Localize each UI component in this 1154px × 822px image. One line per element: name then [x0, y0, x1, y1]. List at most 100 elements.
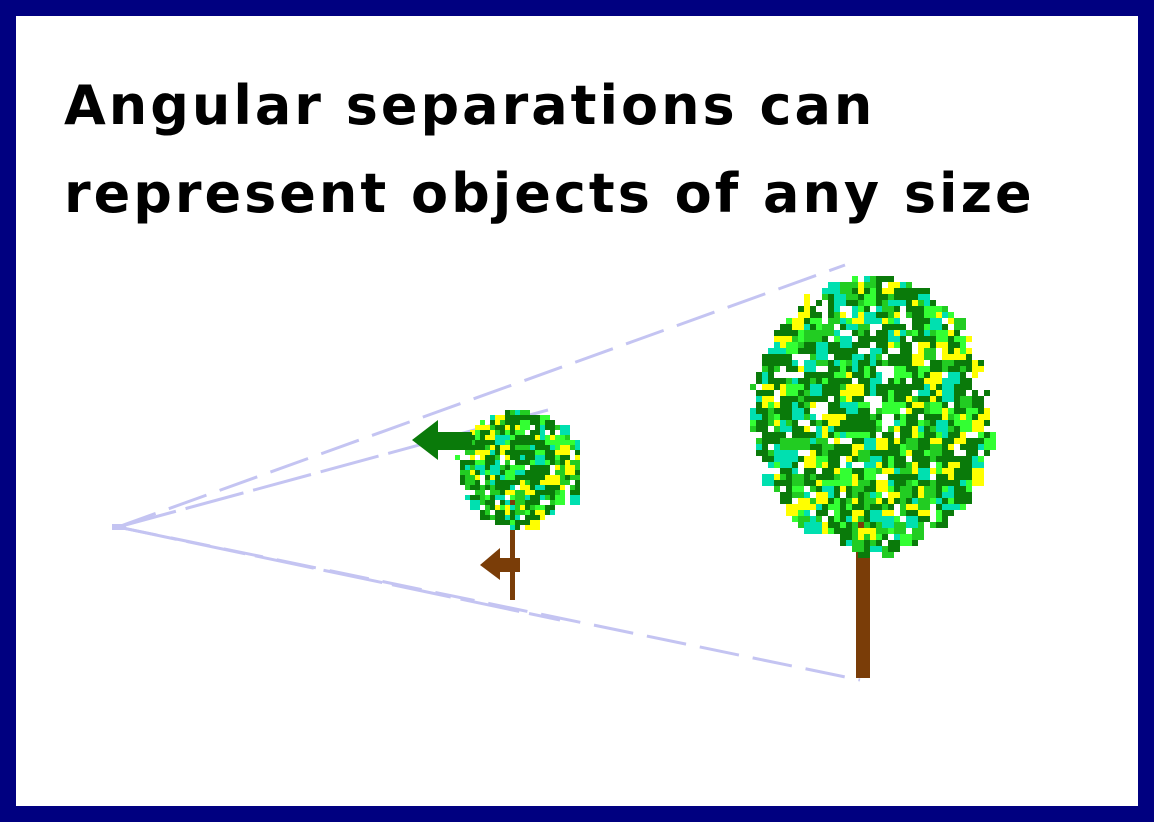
foliage-pixel: [876, 354, 882, 360]
foliage-pixel: [840, 468, 846, 474]
foliage-pixel: [936, 390, 942, 396]
foliage-pixel: [575, 480, 580, 485]
foliage-pixel: [852, 498, 858, 504]
foliage-pixel: [822, 372, 828, 378]
foliage-pixel: [858, 300, 864, 306]
foliage-pixel: [894, 396, 900, 402]
foliage-pixel: [840, 474, 852, 486]
foliage-pixel: [834, 438, 840, 444]
foliage-pixel: [792, 318, 804, 330]
foliage-pixel: [822, 420, 828, 426]
foliage-pixel: [972, 468, 978, 474]
foliage-pixel: [888, 474, 894, 480]
foliage-pixel: [876, 318, 882, 324]
foliage-pixel: [852, 540, 864, 552]
foliage-pixel: [834, 312, 840, 318]
foliage-pixel: [756, 396, 762, 402]
foliage-pixel: [882, 276, 888, 282]
foliage-pixel: [525, 510, 530, 515]
foliage-pixel: [834, 306, 840, 312]
foliage-pixel: [500, 490, 505, 495]
foliage-pixel: [936, 504, 942, 510]
foliage-pixel: [495, 510, 505, 520]
foliage-pixel: [954, 318, 966, 330]
near-tree-foliage: [455, 410, 580, 530]
foliage-pixel: [846, 540, 852, 546]
foliage-pixel: [756, 378, 762, 384]
foliage-pixel: [882, 348, 888, 354]
foliage-pixel: [490, 435, 495, 440]
foliage-pixel: [804, 492, 810, 498]
foliage-pixel: [888, 384, 894, 390]
foliage-pixel: [864, 312, 876, 324]
foliage-pixel: [485, 475, 490, 480]
foliage-pixel: [535, 440, 540, 445]
foliage-pixel: [894, 468, 900, 474]
foliage-pixel: [960, 396, 972, 408]
foliage-pixel: [520, 505, 525, 510]
foliage-pixel: [870, 522, 876, 528]
foliage-pixel: [810, 414, 816, 420]
foliage-pixel: [894, 456, 906, 468]
foliage-pixel: [834, 390, 840, 396]
foliage-pixel: [870, 510, 882, 522]
foliage-pixel: [960, 366, 966, 372]
foliage-pixel: [924, 348, 936, 360]
foliage-pixel: [930, 300, 936, 306]
foliage-pixel: [900, 534, 912, 546]
foliage-pixel: [942, 432, 948, 438]
foliage-pixel: [918, 324, 924, 330]
foliage-pixel: [960, 420, 972, 432]
foliage-pixel: [798, 456, 804, 462]
foliage-pixel: [475, 440, 485, 450]
foliage-pixel: [485, 470, 490, 475]
foliage-pixel: [828, 528, 834, 534]
foliage-pixel: [762, 438, 768, 444]
foliage-pixel: [816, 420, 822, 426]
foliage-pixel: [798, 438, 810, 450]
far-tree-foliage: [750, 276, 996, 558]
foliage-pixel: [792, 462, 798, 468]
foliage-pixel: [948, 408, 954, 414]
foliage-pixel: [816, 450, 822, 456]
foliage-pixel: [470, 495, 475, 500]
foliage-pixel: [490, 425, 495, 430]
foliage-pixel: [545, 505, 550, 510]
foliage-pixel: [515, 480, 520, 485]
foliage-pixel: [984, 408, 990, 414]
foliage-pixel: [762, 390, 768, 396]
foliage-pixel: [906, 312, 912, 318]
foliage-pixel: [864, 462, 870, 468]
foliage-pixel: [550, 510, 555, 515]
foliage-pixel: [525, 495, 530, 500]
foliage-pixel: [780, 354, 792, 366]
foliage-pixel: [978, 360, 984, 366]
foliage-pixel: [555, 490, 560, 495]
foliage-pixel: [510, 465, 515, 470]
foliage-pixel: [876, 540, 882, 546]
observer-eye-point: [112, 524, 126, 530]
foliage-pixel: [465, 485, 470, 490]
foliage-pixel: [894, 426, 900, 432]
foliage-pixel: [810, 474, 816, 480]
foliage-pixel: [535, 515, 540, 520]
foliage-pixel: [810, 504, 816, 510]
foliage-pixel: [840, 384, 846, 390]
foliage-pixel: [888, 396, 894, 402]
foliage-pixel: [505, 445, 510, 450]
foliage-pixel: [810, 438, 816, 444]
foliage-pixel: [858, 534, 864, 540]
foliage-pixel: [555, 495, 565, 505]
foliage-pixel: [858, 360, 864, 366]
foliage-pixel: [948, 420, 954, 426]
foliage-pixel: [912, 300, 918, 306]
foliage-pixel: [906, 438, 918, 450]
foliage-pixel: [792, 420, 798, 426]
foliage-pixel: [870, 504, 876, 510]
foliage-pixel: [768, 432, 780, 444]
foliage-pixel: [500, 420, 505, 425]
foliage-pixel: [545, 445, 550, 450]
foliage-pixel: [876, 330, 882, 336]
foliage-pixel: [912, 354, 924, 366]
foliage-pixel: [810, 354, 816, 360]
